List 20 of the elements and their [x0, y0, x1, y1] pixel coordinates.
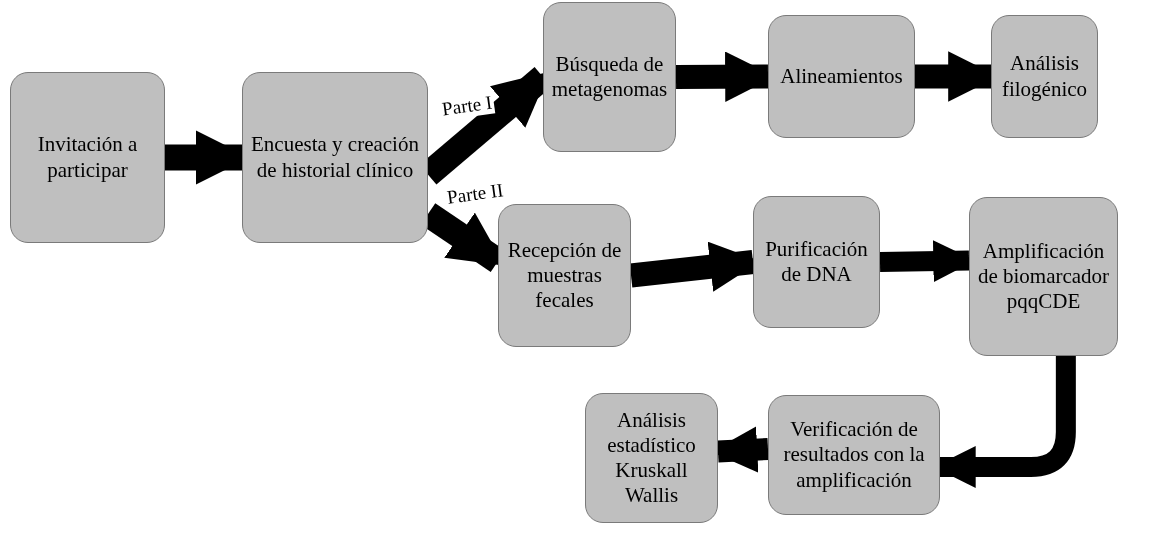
- step-text: Purificación de DNA: [764, 236, 869, 288]
- process-box: [991, 15, 1098, 138]
- process-box: [498, 204, 631, 347]
- step-text: Invitación a participar: [36, 132, 139, 183]
- step-text: Alineamientos: [780, 63, 903, 90]
- process-box: [969, 197, 1118, 356]
- step-text: Análisis estadístico Kruskall Wallis: [606, 407, 697, 509]
- step-text: Encuesta y creación de historial clínico: [250, 132, 420, 183]
- step-text: Búsqueda de metagenomas: [551, 51, 668, 103]
- step-text: Recepción de muestras fecales: [507, 237, 622, 314]
- process-box: [753, 196, 880, 328]
- process-box: [768, 395, 940, 515]
- process-box: [242, 72, 428, 243]
- process-box: [768, 15, 915, 138]
- step-text: Amplificación de biomarcador pqqCDE: [976, 238, 1111, 315]
- process-box: [543, 2, 676, 152]
- process-box: [10, 72, 165, 243]
- step-text: Verificación de resultados con la amplificación: [782, 417, 926, 493]
- step-text: Análisis filogénico: [1000, 51, 1089, 102]
- process-box: [585, 393, 718, 523]
